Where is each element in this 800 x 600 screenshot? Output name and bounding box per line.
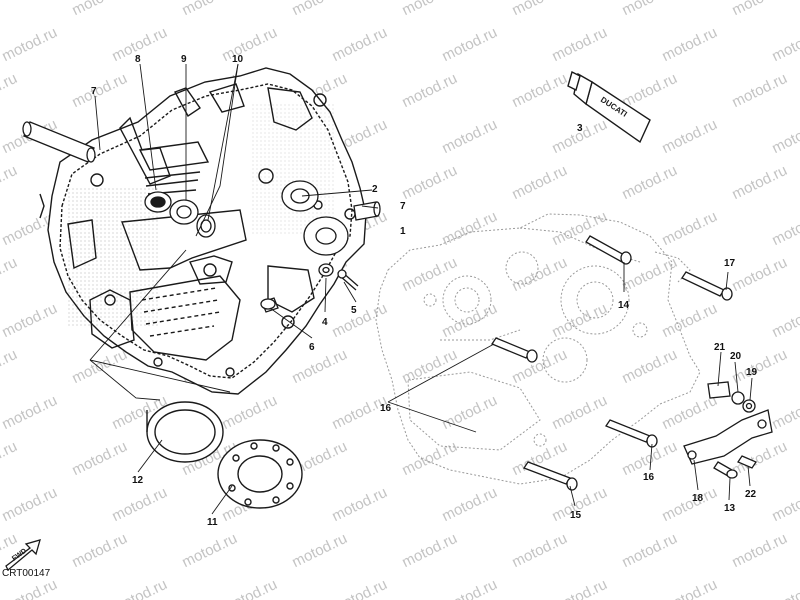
callout-c16b: 16 [643,472,655,483]
bracket-assembly [683,381,773,479]
leader-lines [89,63,753,515]
ghost-crankcase [375,213,701,485]
callout-c3: 3 [577,123,583,134]
callout-c20: 20 [730,351,742,362]
callout-c16a: 16 [380,403,392,414]
callout-c18: 18 [692,493,704,504]
crankcase-bores [144,180,349,256]
callout-c8: 8 [135,54,141,65]
callout-c2: 2 [372,184,378,195]
callout-c15: 15 [570,510,582,521]
callout-c9: 9 [181,54,187,65]
diagram-code: CRT00147 [2,568,51,579]
callout-c12: 12 [132,475,144,486]
sleeve-and-bearing [146,401,303,509]
long-bolts [491,235,733,491]
sealant-tube: DUCATI [567,70,651,144]
callout-c22: 22 [745,489,757,500]
callout-c7a: 7 [91,86,97,97]
callout-c17: 17 [724,258,736,269]
callout-c10: 10 [232,54,244,65]
callout-c6: 6 [309,342,315,353]
callout-c4: 4 [322,317,328,328]
callout-c13: 13 [724,503,736,514]
callout-c1: 1 [400,226,406,237]
callout-c21: 21 [714,342,726,353]
dowel-pins [22,121,381,221]
callout-c19: 19 [746,367,758,378]
small-parts-left [260,263,359,313]
callout-c11: 11 [207,517,218,528]
callout-c14: 14 [618,300,630,311]
callout-c5: 5 [351,305,357,316]
callout-c7b: 7 [400,201,406,212]
fwd-arrow-icon: FWD [5,539,41,572]
